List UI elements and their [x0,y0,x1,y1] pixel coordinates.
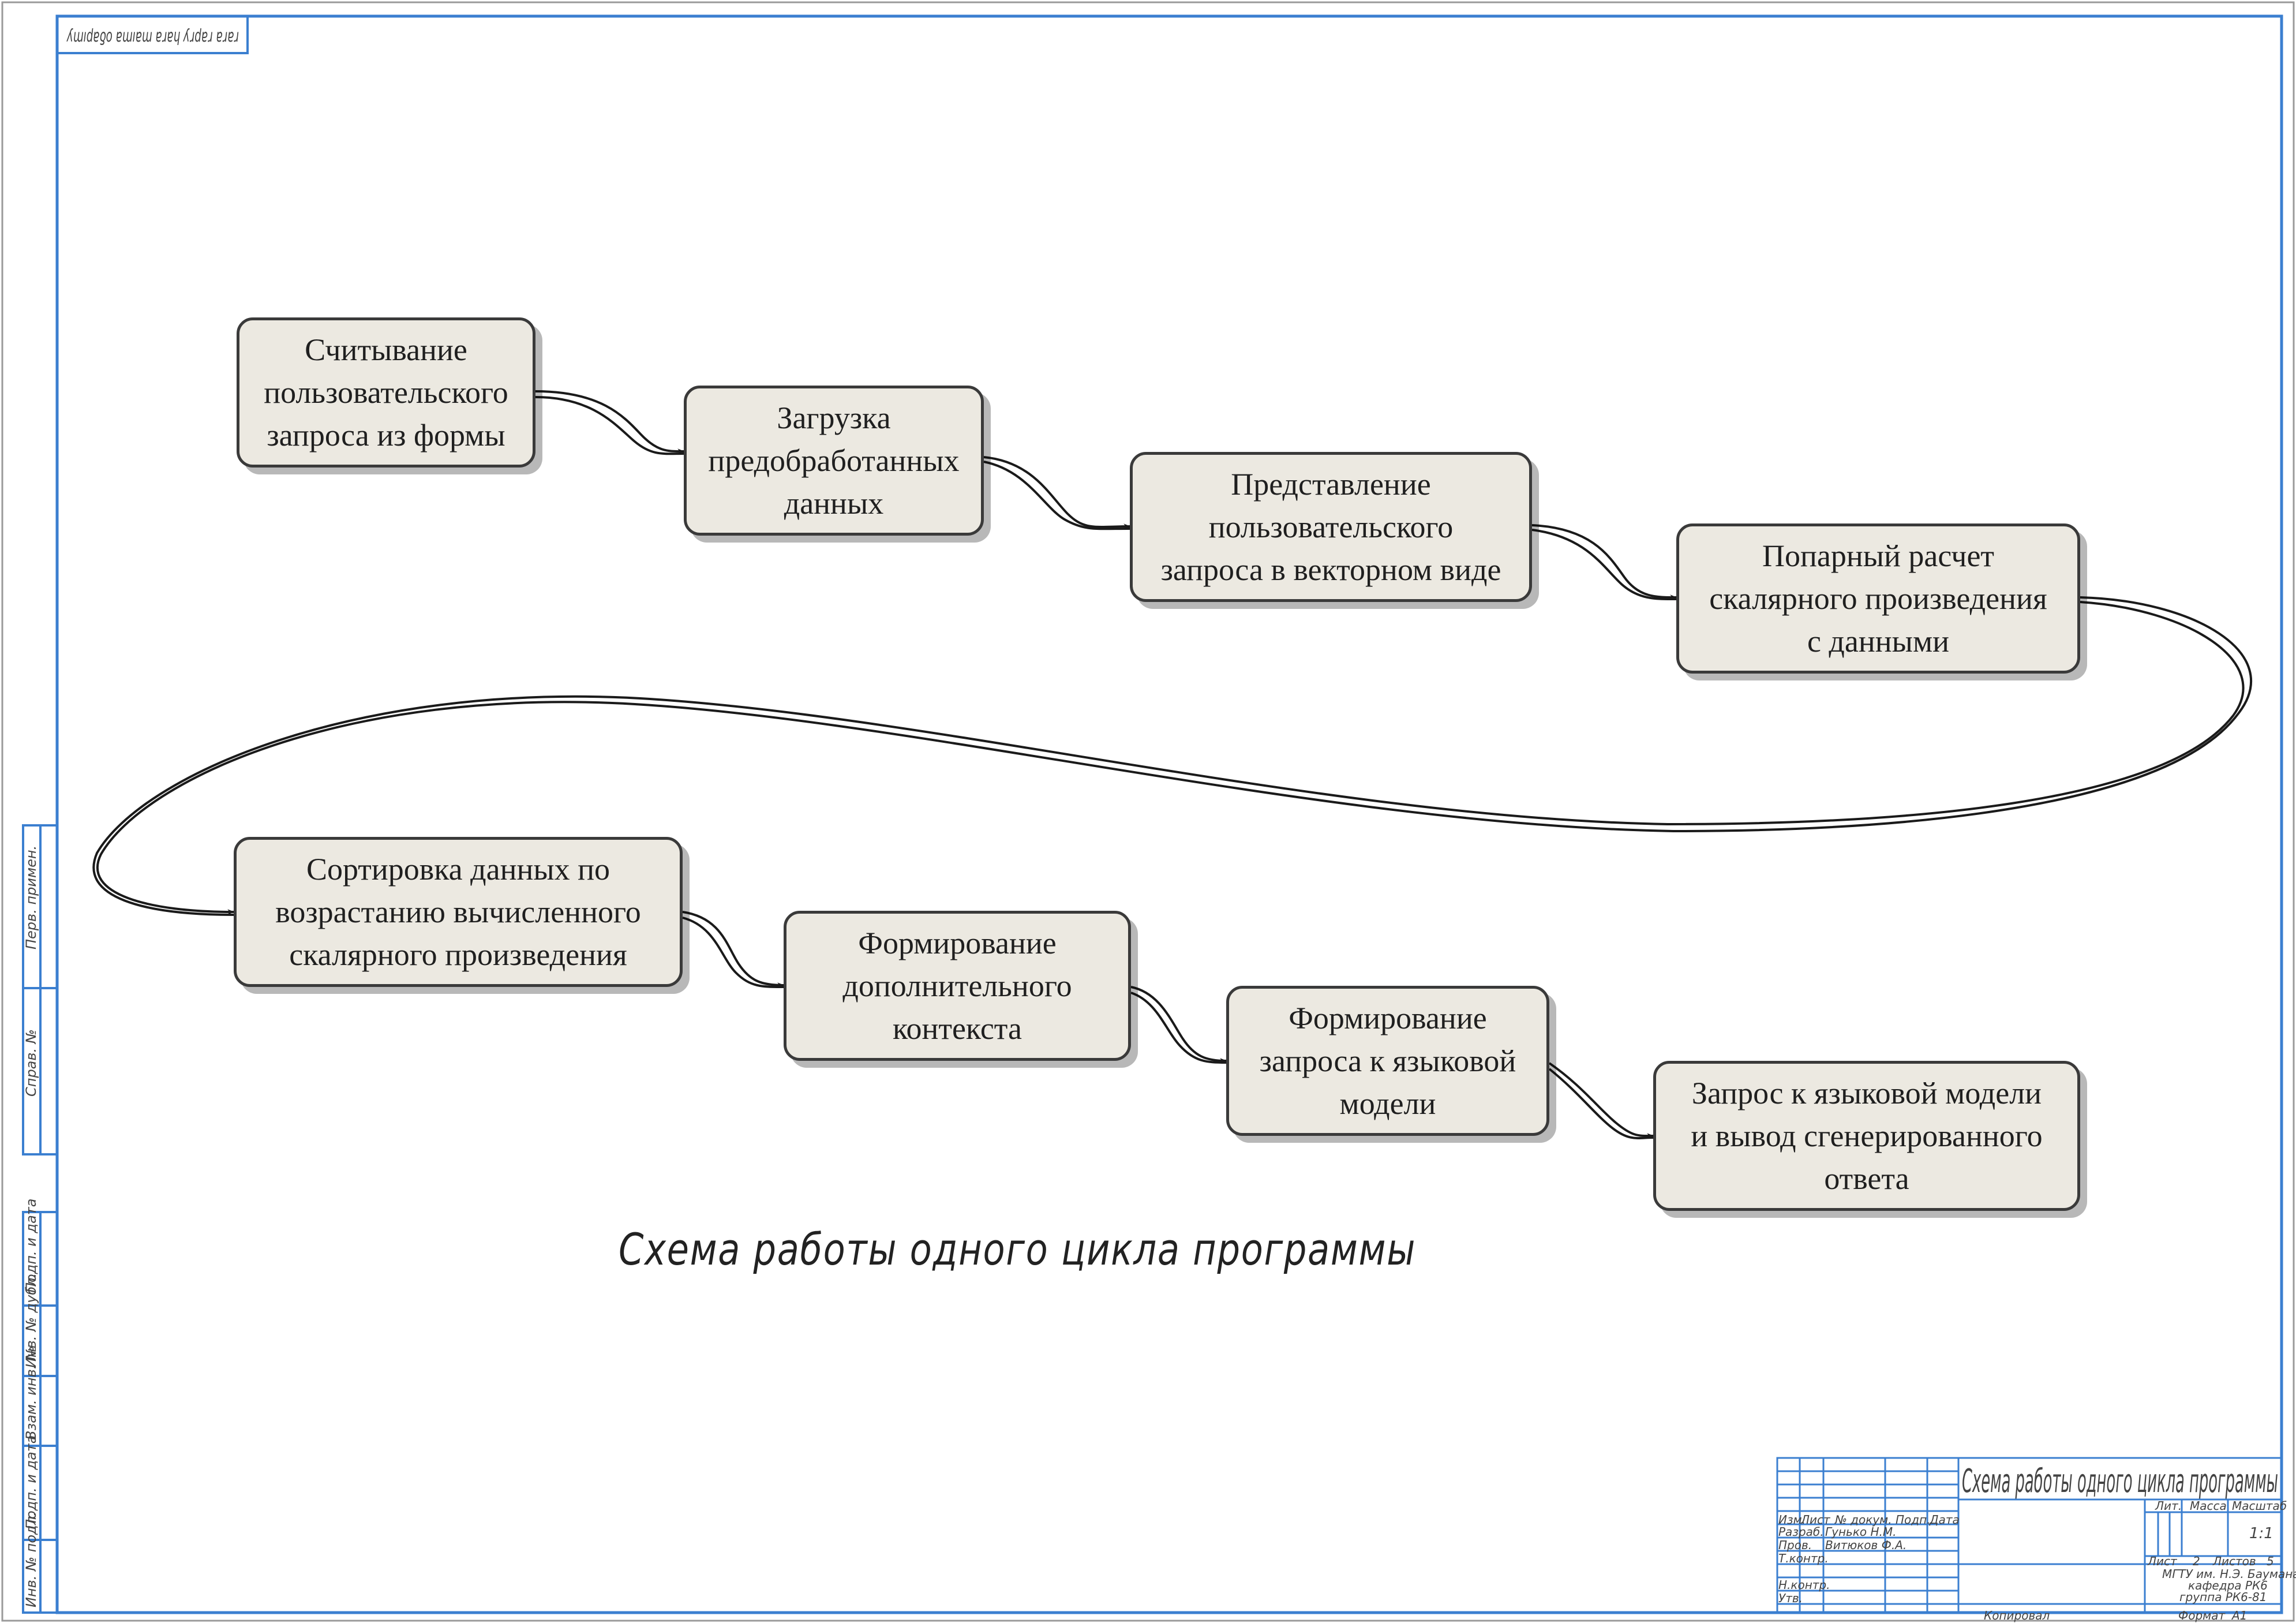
side-label: Справ. № [23,1029,39,1097]
arrow-4-5 [92,596,2253,916]
tb-format-value: А1 [2231,1609,2247,1622]
left-strip-lower [22,1211,58,1614]
flow-node-load-data: Загрузка предобработанных данных [684,386,984,536]
arrow-3-4 [1531,524,1677,601]
connectors [92,390,2253,1139]
tb-col-header: Изм. [1778,1513,1806,1527]
tb-format-label: Формат [2178,1609,2226,1622]
flow-node-read-request: Считывание пользовательского запроса из … [237,317,535,468]
side-label: Перв. примен. [23,846,39,949]
diagram-caption: Схема работы одного цикла программы [618,1224,1417,1275]
title-block-grid [1776,1457,2283,1614]
flow-node-vectorize: Представление пользовательского запроса … [1130,452,1532,602]
tb-org-line: группа РК6-81 [2179,1590,2267,1604]
flow-node-label: Запрос к языковой модели и вывод сгенери… [1691,1076,2043,1196]
flow-node-label: Загрузка предобработанных данных [708,401,960,521]
flow-node-label: Формирование дополнительного контекста [842,926,1072,1046]
side-label: Подп. и дата [23,1199,39,1293]
flow-node-label: Сортировка данных по возрастанию вычисле… [275,852,641,972]
flow-node-sort: Сортировка данных по возрастанию вычисле… [234,837,683,987]
corner-stamp-text: ʎɯıdɐƍo ɐɯıɐɯ ɐɹɐɥ ʎɹdɐɹ ɐɹɐɹ [66,26,239,46]
tb-lit-label: Лит. [2155,1499,2182,1513]
tb-mass-label: Масса [2190,1499,2227,1513]
tb-col-header: Лист [1800,1513,1831,1527]
tb-row-role: Н.контр. [1778,1578,1830,1592]
tb-org-line: МГТУ им. Н.Э. Баумана [2162,1567,2296,1581]
tb-row-role: Пров. [1778,1538,1812,1552]
tb-org-line: кафедра РК6 [2188,1579,2268,1592]
title-block-text: Изм. Лист № докум. Подп. Дата Разраб. Гу… [1778,1499,2296,1622]
side-label: Взам. инв. № [23,1346,39,1440]
left-strip-upper [22,824,58,1155]
flow-node-context: Формирование дополнительного контекста [784,911,1131,1061]
tb-col-header: № докум. [1834,1513,1892,1527]
side-label: Инв. № дубл. [23,1273,39,1368]
tb-title: Схема работы одного цикла программы [1962,1463,2278,1500]
arrow-5-6 [682,911,785,988]
tb-row-role: Утв. [1778,1591,1803,1605]
flow-node-label: Попарный расчет скалярного произведения … [1709,538,2047,659]
tb-row-name: Гунько Н.М. [1825,1525,1897,1539]
side-label: Инв. № подл. [23,1512,39,1607]
arrow-6-7 [1130,986,1227,1064]
flow-node-build-prompt: Формирование запроса к языковой модели [1226,986,1549,1136]
tb-copied-label: Копировал [1984,1609,2050,1622]
flow-node-llm-answer: Запрос к языковой модели и вывод сгенери… [1653,1061,2080,1211]
flow-node-label: Представление пользовательского запроса … [1160,467,1501,587]
flow-node-label: Считывание пользовательского запроса из … [264,332,508,453]
flow-node-dot-product: Попарный расчет скалярного произведения … [1676,523,2080,674]
arrow-1-2 [535,390,685,455]
tb-sheet-label: Лист [2147,1554,2178,1568]
arrow-7-8 [1548,1062,1654,1139]
tb-col-header: Подп. [1896,1513,1931,1527]
tb-col-header: Дата [1929,1513,1960,1527]
tb-row-name: Витюков Ф.А. [1825,1538,1907,1552]
tb-sheets-label: Листов [2212,1554,2256,1568]
tb-scale-value: 1:1 [2249,1525,2273,1542]
tb-sheet-value: 2 [2193,1554,2200,1568]
drawing-frame [55,14,2283,1614]
arrow-2-3 [983,456,1131,530]
tb-sheets-value: 5 [2267,1554,2274,1568]
flow-node-label: Формирование запроса к языковой модели [1259,1001,1516,1121]
tb-scale-label: Масштаб [2232,1499,2287,1513]
side-labels: Перв. примен. Справ. № Подп. и дата Инв.… [23,846,39,1607]
corner-stamp-box [56,15,249,54]
tb-row-role: Т.контр. [1778,1551,1829,1565]
side-label: Подп. и дата [23,1435,39,1530]
tb-row-role: Разраб. [1778,1525,1824,1539]
